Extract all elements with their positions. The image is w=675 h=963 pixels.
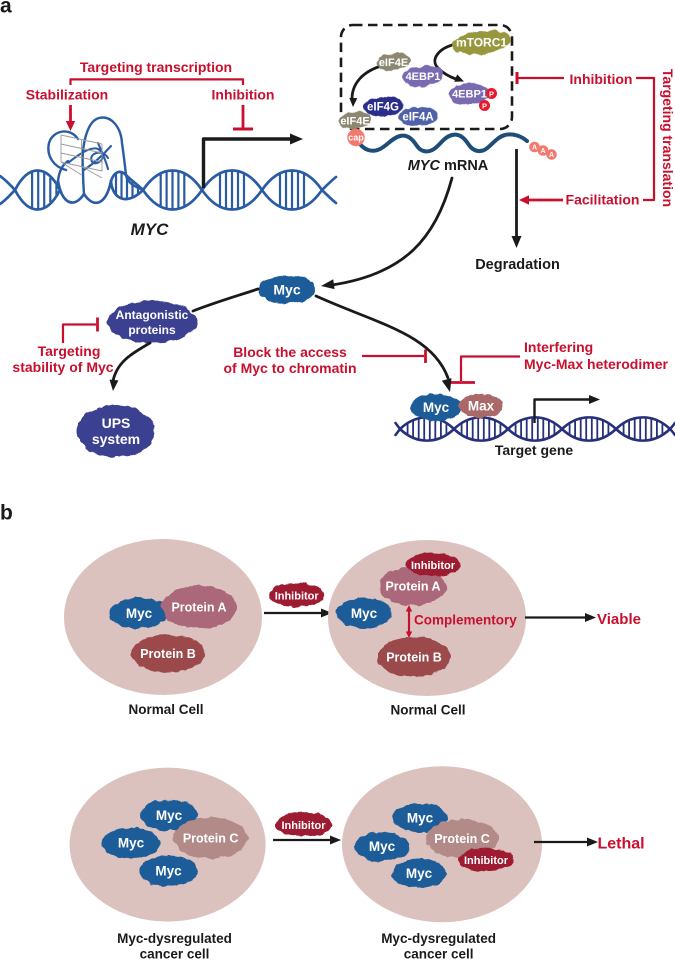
svg-text:A: A [540, 148, 545, 155]
svg-text:A: A [532, 145, 537, 152]
svg-text:P: P [489, 89, 494, 98]
svg-text:UPS: UPS [102, 415, 131, 431]
svg-text:Myc-dysregulated: Myc-dysregulated [117, 931, 232, 946]
svg-text:Facilitation: Facilitation [566, 192, 640, 208]
svg-text:Inhibitor: Inhibitor [464, 855, 509, 867]
svg-text:Myc: Myc [156, 808, 183, 823]
svg-text:mTORC1: mTORC1 [456, 36, 507, 50]
svg-text:Inhibition: Inhibition [570, 71, 633, 87]
svg-text:Myc: Myc [118, 836, 145, 851]
svg-text:Protein B: Protein B [386, 651, 442, 665]
svg-text:Inhibitor: Inhibitor [275, 591, 320, 603]
svg-text:MYC mRNA: MYC mRNA [408, 158, 489, 174]
svg-text:Inhibition: Inhibition [212, 87, 275, 103]
svg-text:Protein A: Protein A [171, 601, 226, 615]
svg-text:b: b [0, 502, 13, 525]
svg-text:4EBP1: 4EBP1 [452, 89, 487, 101]
svg-text:stability of Myc: stability of Myc [12, 359, 113, 375]
svg-text:cap: cap [348, 133, 364, 143]
svg-text:Myc-Max heterodimer: Myc-Max heterodimer [524, 356, 668, 372]
svg-text:Stabilization: Stabilization [26, 87, 108, 103]
svg-text:Viable: Viable [597, 611, 641, 628]
svg-text:proteins: proteins [128, 323, 176, 337]
svg-text:eIF4A: eIF4A [402, 112, 433, 124]
svg-text:of Myc to chromatin: of Myc to chromatin [223, 360, 356, 376]
svg-text:Target gene: Target gene [495, 442, 574, 458]
svg-text:Inhibitor: Inhibitor [411, 560, 456, 572]
svg-text:Protein B: Protein B [140, 647, 196, 661]
svg-text:Myc: Myc [407, 811, 434, 826]
svg-text:a: a [0, 0, 12, 18]
svg-text:Lethal: Lethal [597, 836, 644, 853]
svg-text:eIF4E: eIF4E [379, 57, 408, 69]
svg-text:P: P [482, 101, 487, 110]
svg-text:Protein A: Protein A [385, 580, 440, 594]
svg-text:Degradation: Degradation [475, 257, 560, 273]
svg-text:system: system [92, 431, 140, 447]
svg-text:Targeting: Targeting [38, 343, 101, 359]
svg-text:Normal Cell: Normal Cell [128, 702, 203, 717]
svg-text:Protein C: Protein C [434, 832, 490, 846]
svg-text:Myc: Myc [406, 866, 433, 881]
svg-text:A: A [549, 152, 554, 159]
svg-text:eIF4G: eIF4G [367, 102, 399, 114]
svg-text:Myc-dysregulated: Myc-dysregulated [381, 931, 496, 946]
svg-text:Block the access: Block the access [233, 344, 347, 360]
svg-text:Inhibitor: Inhibitor [282, 820, 327, 832]
svg-text:Myc: Myc [126, 606, 153, 621]
svg-text:Myc: Myc [423, 400, 450, 415]
svg-text:Targeting transcription: Targeting transcription [80, 59, 232, 75]
svg-text:cancer cell: cancer cell [404, 947, 474, 962]
svg-text:eIF4E: eIF4E [340, 116, 369, 128]
svg-text:Normal Cell: Normal Cell [390, 703, 465, 718]
svg-text:Protein C: Protein C [183, 832, 239, 846]
svg-text:MYC: MYC [131, 220, 170, 239]
svg-text:Myc: Myc [369, 839, 396, 854]
svg-text:Myc: Myc [273, 282, 300, 298]
svg-text:Interfering: Interfering [524, 339, 593, 355]
svg-text:cancer cell: cancer cell [140, 947, 210, 962]
svg-text:Max: Max [468, 399, 495, 414]
svg-text:4EBP1: 4EBP1 [406, 71, 441, 83]
svg-text:Antagonistic: Antagonistic [116, 308, 189, 322]
svg-text:Myc: Myc [351, 606, 378, 621]
svg-text:Myc: Myc [155, 864, 182, 879]
svg-text:Complementory: Complementory [414, 613, 517, 628]
svg-text:Targeting translation: Targeting translation [660, 69, 675, 207]
